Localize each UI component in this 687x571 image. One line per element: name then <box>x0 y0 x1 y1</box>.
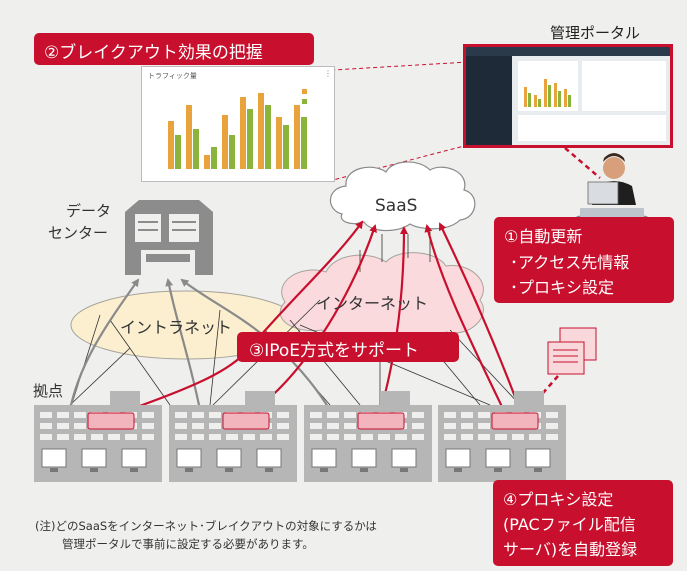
proxy-reg-line-1: ④プロキシ設定 <box>503 490 614 509</box>
pc-monitor-icon <box>351 448 377 468</box>
site-roof-box <box>514 391 544 407</box>
ipoe-label: ③IPoE方式をサポート <box>237 332 459 362</box>
datacenter-building <box>125 200 213 275</box>
datacenter-label-2: センター <box>48 224 109 242</box>
intranet-arrows <box>68 278 331 411</box>
chart-bar <box>229 135 235 169</box>
zoom-callout-bottom <box>332 144 469 181</box>
zoom-callout-top <box>332 61 469 71</box>
chart-bar <box>247 109 253 169</box>
legend-swatch <box>302 99 307 104</box>
pc-monitor-icon <box>81 448 107 468</box>
pc-monitor-icon <box>391 448 417 468</box>
sites <box>34 391 566 482</box>
ipoe-text: ③IPoE方式をサポート <box>249 341 420 361</box>
pc-monitor-icon <box>41 448 67 468</box>
document-icon <box>547 327 597 375</box>
router-icon <box>491 412 539 430</box>
chart-bar <box>193 129 199 169</box>
router-icon <box>357 412 405 430</box>
router-icon <box>87 412 135 430</box>
chart-menu-icon: ⋮ <box>324 69 332 78</box>
auto-update-item-2: ･プロキシ設定 <box>510 278 615 297</box>
portal-list-card <box>518 115 666 141</box>
auto-update-box: ①自動更新 ･アクセス先情報 ･プロキシ設定 <box>494 217 674 303</box>
pc-monitor-icon <box>311 448 337 468</box>
site-roof-box <box>380 391 410 407</box>
chart-bar <box>175 135 181 169</box>
pc-monitor-icon <box>216 448 242 468</box>
portal-table-card <box>582 61 666 111</box>
datacenter-label-1: データ <box>66 202 112 220</box>
internet-label: インターネット <box>316 294 429 313</box>
traffic-chart-panel: トラフィック量 ⋮ <box>141 66 335 182</box>
chart-bar <box>294 105 300 169</box>
site-roof-box <box>245 391 275 407</box>
chart-bar <box>240 97 246 169</box>
portal-admin-link <box>564 147 601 179</box>
auto-update-title: ①自動更新 <box>504 227 583 246</box>
chart-bar <box>283 125 289 169</box>
pc-monitor-icon <box>485 448 511 468</box>
saas-label: SaaS <box>375 196 418 216</box>
chart-bar <box>265 105 271 169</box>
site-roof-box <box>110 391 140 407</box>
traffic-chart <box>168 89 307 169</box>
pc-monitor-icon <box>121 448 147 468</box>
portal-screen <box>463 44 673 148</box>
proxy-registration-box: ④プロキシ設定 (PACファイル配信 サーバ)を自動登録 <box>493 480 673 566</box>
intranet-label: イントラネット <box>120 318 233 337</box>
pc-monitor-icon <box>525 448 551 468</box>
breakout-effect-text: ②ブレイクアウト効果の把握 <box>44 43 263 63</box>
chart-bar <box>186 105 192 169</box>
chart-bar <box>301 117 307 169</box>
pc-monitor-icon <box>256 448 282 468</box>
chart-bar <box>222 115 228 169</box>
chart-bar <box>276 117 282 169</box>
chart-bar <box>168 121 174 169</box>
chart-bar <box>211 147 217 169</box>
note-line-2: 管理ポータルで事前に設定する必要があります。 <box>62 537 314 551</box>
auto-update-item-1: ･アクセス先情報 <box>510 253 630 272</box>
chart-bar <box>258 93 264 169</box>
legend-swatch <box>302 89 307 94</box>
portal-mini-chart <box>524 79 571 107</box>
chart-bar <box>204 155 210 169</box>
chart-panel-title: トラフィック量 <box>148 72 197 80</box>
proxy-reg-line-2: (PACファイル配信 <box>503 515 636 534</box>
breakout-effect-label: ②ブレイクアウト効果の把握 <box>34 33 314 65</box>
proxy-reg-line-3: サーバ)を自動登録 <box>503 540 638 559</box>
portal-title: 管理ポータル <box>550 24 641 42</box>
pc-monitor-icon <box>445 448 471 468</box>
pc-monitor-icon <box>176 448 202 468</box>
note-line-1: (注)どのSaaSをインターネット･ブレイクアウトの対象にするかは <box>35 519 377 533</box>
sites-label: 拠点 <box>33 382 64 400</box>
router-icon <box>222 412 270 430</box>
portal-sidebar <box>466 47 512 145</box>
portal-topbar <box>466 47 670 56</box>
